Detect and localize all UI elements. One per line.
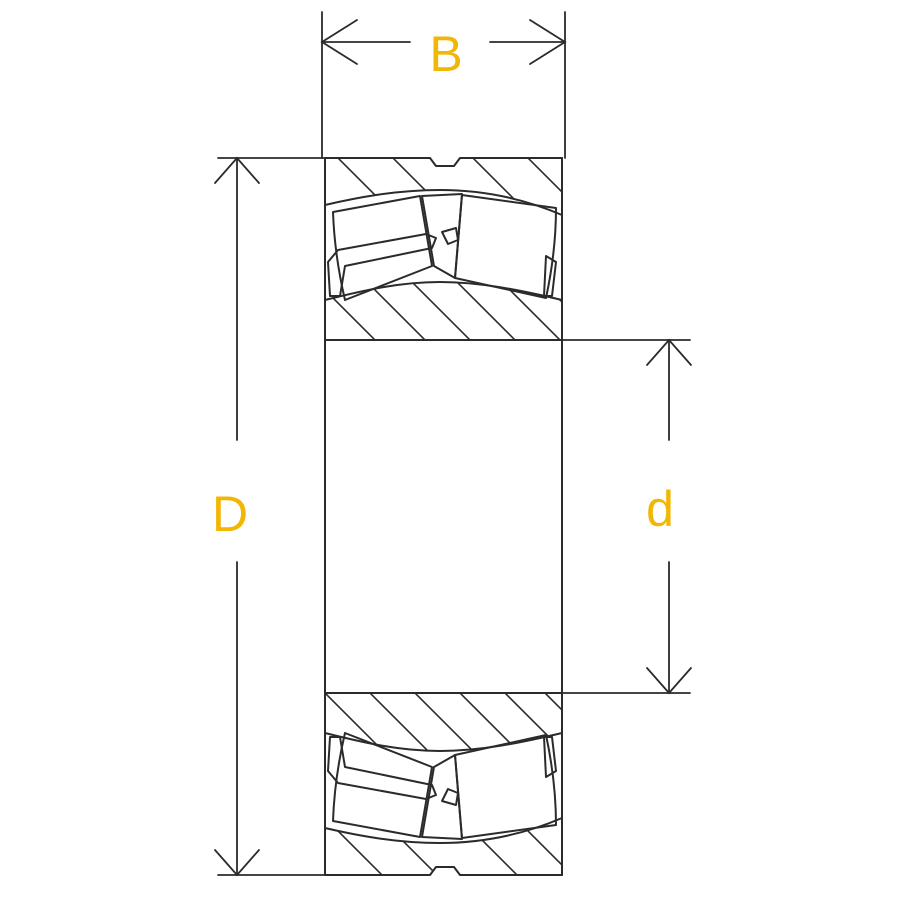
top-right-cage-2 xyxy=(543,255,557,297)
bottom-left-cage xyxy=(327,736,437,800)
bottom-right-cage xyxy=(441,788,459,806)
bottom-inner-ring xyxy=(324,692,563,752)
top-right-cage xyxy=(441,227,459,245)
bottom-inner-hatch xyxy=(325,693,562,751)
bottom-left-roller xyxy=(332,732,433,838)
arrow-down-icon xyxy=(214,849,260,877)
arrow-down-icon xyxy=(646,667,692,695)
label-D: D xyxy=(212,486,248,542)
arrow-up-icon xyxy=(214,156,260,184)
top-left-roller xyxy=(332,195,433,301)
top-rollers xyxy=(324,157,563,341)
top-guide-ring xyxy=(421,193,463,279)
arrow-up-icon xyxy=(646,338,692,366)
dimension-B xyxy=(320,11,567,159)
bottom-guide-ring xyxy=(421,754,463,840)
label-d: d xyxy=(646,481,674,537)
label-B: B xyxy=(429,26,462,82)
arrow-left-icon xyxy=(320,19,358,65)
top-left-cage xyxy=(327,233,437,297)
bottom-rollers xyxy=(324,692,563,876)
dimension-D xyxy=(214,156,326,877)
bore xyxy=(324,339,563,694)
bottom-right-cage-2 xyxy=(543,736,557,778)
arrow-right-icon xyxy=(529,19,567,65)
dimension-d xyxy=(561,338,692,695)
